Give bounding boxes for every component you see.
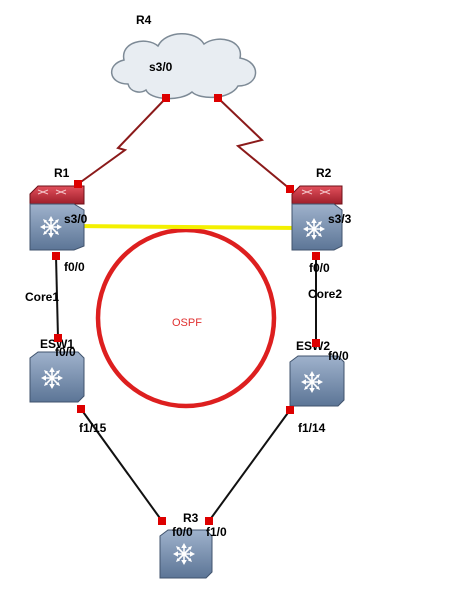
port-marker-r2-serial [286, 185, 294, 193]
cloud-r4[interactable] [111, 33, 257, 100]
esw1-label: ESW1 [40, 337, 74, 351]
router-r2[interactable] [291, 185, 343, 251]
core2-label: Core2 [308, 287, 342, 301]
r4-port-label: s3/0 [149, 60, 173, 74]
router-r1[interactable] [29, 185, 85, 251]
ospf-area-ring [95, 227, 277, 409]
r1-port-s30: s3/0 [64, 212, 88, 226]
ospf-area-label: OSPF [172, 317, 202, 329]
port-marker-r3-f10 [205, 517, 213, 525]
port-marker-r2-f00 [312, 252, 320, 260]
serial-link-r1-r4[interactable] [77, 97, 167, 185]
r1-port-f00: f0/0 [64, 260, 85, 274]
port-marker-esw1-f00 [54, 334, 62, 342]
link-esw1-r3[interactable] [80, 408, 163, 522]
port-markers [52, 94, 320, 525]
switch-r3[interactable] [159, 529, 213, 579]
trunk-link-r1-r2[interactable] [73, 224, 299, 230]
esw2-port-f00: f0/0 [328, 349, 349, 363]
switch-esw1[interactable] [29, 351, 85, 403]
switch-esw2[interactable] [289, 355, 345, 407]
port-marker-r4-left [162, 94, 170, 102]
port-marker-r3-f00 [158, 517, 166, 525]
r3-port-f00: f0/0 [172, 525, 193, 539]
core1-label: Core1 [25, 290, 59, 304]
r3-label: R3 [183, 511, 199, 525]
core-link-1[interactable] [55, 255, 59, 339]
port-marker-r1-f00 [52, 252, 60, 260]
esw1-port-f115: f1/15 [79, 421, 107, 435]
port-marker-r1-serial [74, 180, 82, 188]
r2-port-s33: s3/3 [328, 212, 352, 226]
port-marker-esw2-f00 [312, 339, 320, 347]
esw1-port-f00: f0/0 [55, 345, 76, 359]
serial-link-r2-r4[interactable] [217, 97, 291, 190]
r4-label: R4 [136, 13, 152, 27]
esw2-port-f114: f1/14 [298, 421, 326, 435]
port-marker-r4-right [214, 94, 222, 102]
port-marker-esw1-f115 [77, 405, 85, 413]
r3-port-f10: f1/0 [206, 525, 227, 539]
r2-label: R2 [316, 166, 332, 180]
r2-port-f00: f0/0 [309, 261, 330, 275]
r1-label: R1 [54, 166, 70, 180]
port-marker-esw2-f114 [286, 406, 294, 414]
link-esw2-r3[interactable] [208, 409, 291, 522]
